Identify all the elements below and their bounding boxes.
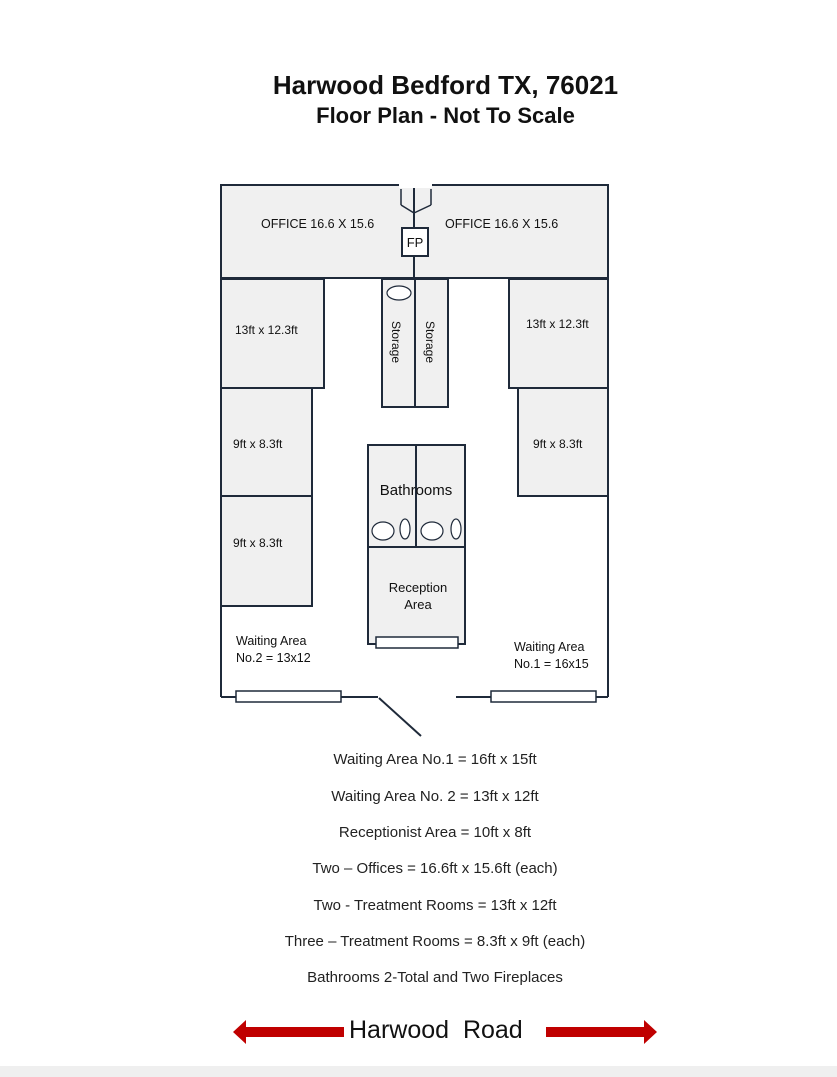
- small-room-left-2: [220, 495, 313, 607]
- toilet-right: [450, 518, 462, 540]
- small-left-1-label: 9ft x 8.3ft: [233, 437, 283, 451]
- reception-label-2: Area: [404, 597, 432, 612]
- road-arrows: [233, 1020, 657, 1044]
- top-door-gap: [399, 182, 432, 188]
- treatment-left-label: 13ft x 12.3ft: [235, 323, 298, 337]
- waiting2-label-1: Waiting Area: [236, 634, 306, 648]
- small-room-right-1: [517, 387, 609, 497]
- summary-line-5: Two - Treatment Rooms = 13ft x 12ft: [313, 897, 557, 914]
- storage-left-label: Storage: [389, 321, 403, 363]
- bath-sink-right: [420, 521, 444, 541]
- storage-right-room: [414, 278, 449, 408]
- page-subtitle: Floor Plan - Not To Scale: [316, 103, 575, 128]
- small-room-left-1: [220, 387, 313, 497]
- summary-line-3: Receptionist Area = 10ft x 8ft: [338, 824, 532, 841]
- toilet-left: [399, 518, 411, 540]
- summary-line-1: Waiting Area No.1 = 16ft x 15ft: [333, 751, 537, 768]
- fireplace-box: [401, 227, 429, 257]
- window-right: [490, 690, 597, 703]
- office-right-label: OFFICE 16.6 X 15.6: [445, 217, 558, 231]
- small-left-2-label: 9ft x 8.3ft: [233, 536, 283, 550]
- fireplace-label: FP: [407, 235, 424, 250]
- bath-sink-left: [371, 521, 395, 541]
- waiting1-label-2: No.1 = 16x15: [514, 657, 589, 671]
- storage-right-label: Storage: [423, 321, 437, 363]
- office-left-room: [220, 184, 415, 279]
- summary-line-7: Bathrooms 2-Total and Two Fireplaces: [307, 969, 563, 986]
- summary-line-4: Two – Offices = 16.6ft x 15.6ft (each): [312, 860, 558, 877]
- arrow-left-icon: [233, 1020, 344, 1044]
- storage-sink: [386, 285, 412, 301]
- summary-line-2: Waiting Area No. 2 = 13ft x 12ft: [331, 788, 539, 805]
- summary-line-6: Three – Treatment Rooms = 8.3ft x 9ft (e…: [284, 933, 586, 950]
- reception-counter: [375, 636, 459, 649]
- window-left: [235, 690, 342, 703]
- page-title: Harwood Bedford TX, 76021: [272, 70, 619, 100]
- treatment-room-right: [508, 278, 609, 389]
- office-right-room: [413, 184, 609, 279]
- treatment-right-label: 13ft x 12.3ft: [526, 317, 589, 331]
- office-left-label: OFFICE 16.6 X 15.6: [261, 217, 374, 231]
- small-right-1-label: 9ft x 8.3ft: [533, 437, 583, 451]
- waiting1-label-1: Waiting Area: [514, 640, 584, 654]
- page-bottom-band: [0, 1066, 837, 1077]
- door-swing-top: [400, 189, 432, 279]
- road-label: Harwood Road: [349, 1016, 523, 1044]
- waiting2-label-2: No.2 = 13x12: [236, 651, 311, 665]
- bathrooms-label: Bathrooms: [380, 482, 453, 499]
- reception-label-1: Reception: [389, 580, 448, 595]
- arrow-right-icon: [546, 1020, 657, 1044]
- reception-room: [367, 546, 466, 645]
